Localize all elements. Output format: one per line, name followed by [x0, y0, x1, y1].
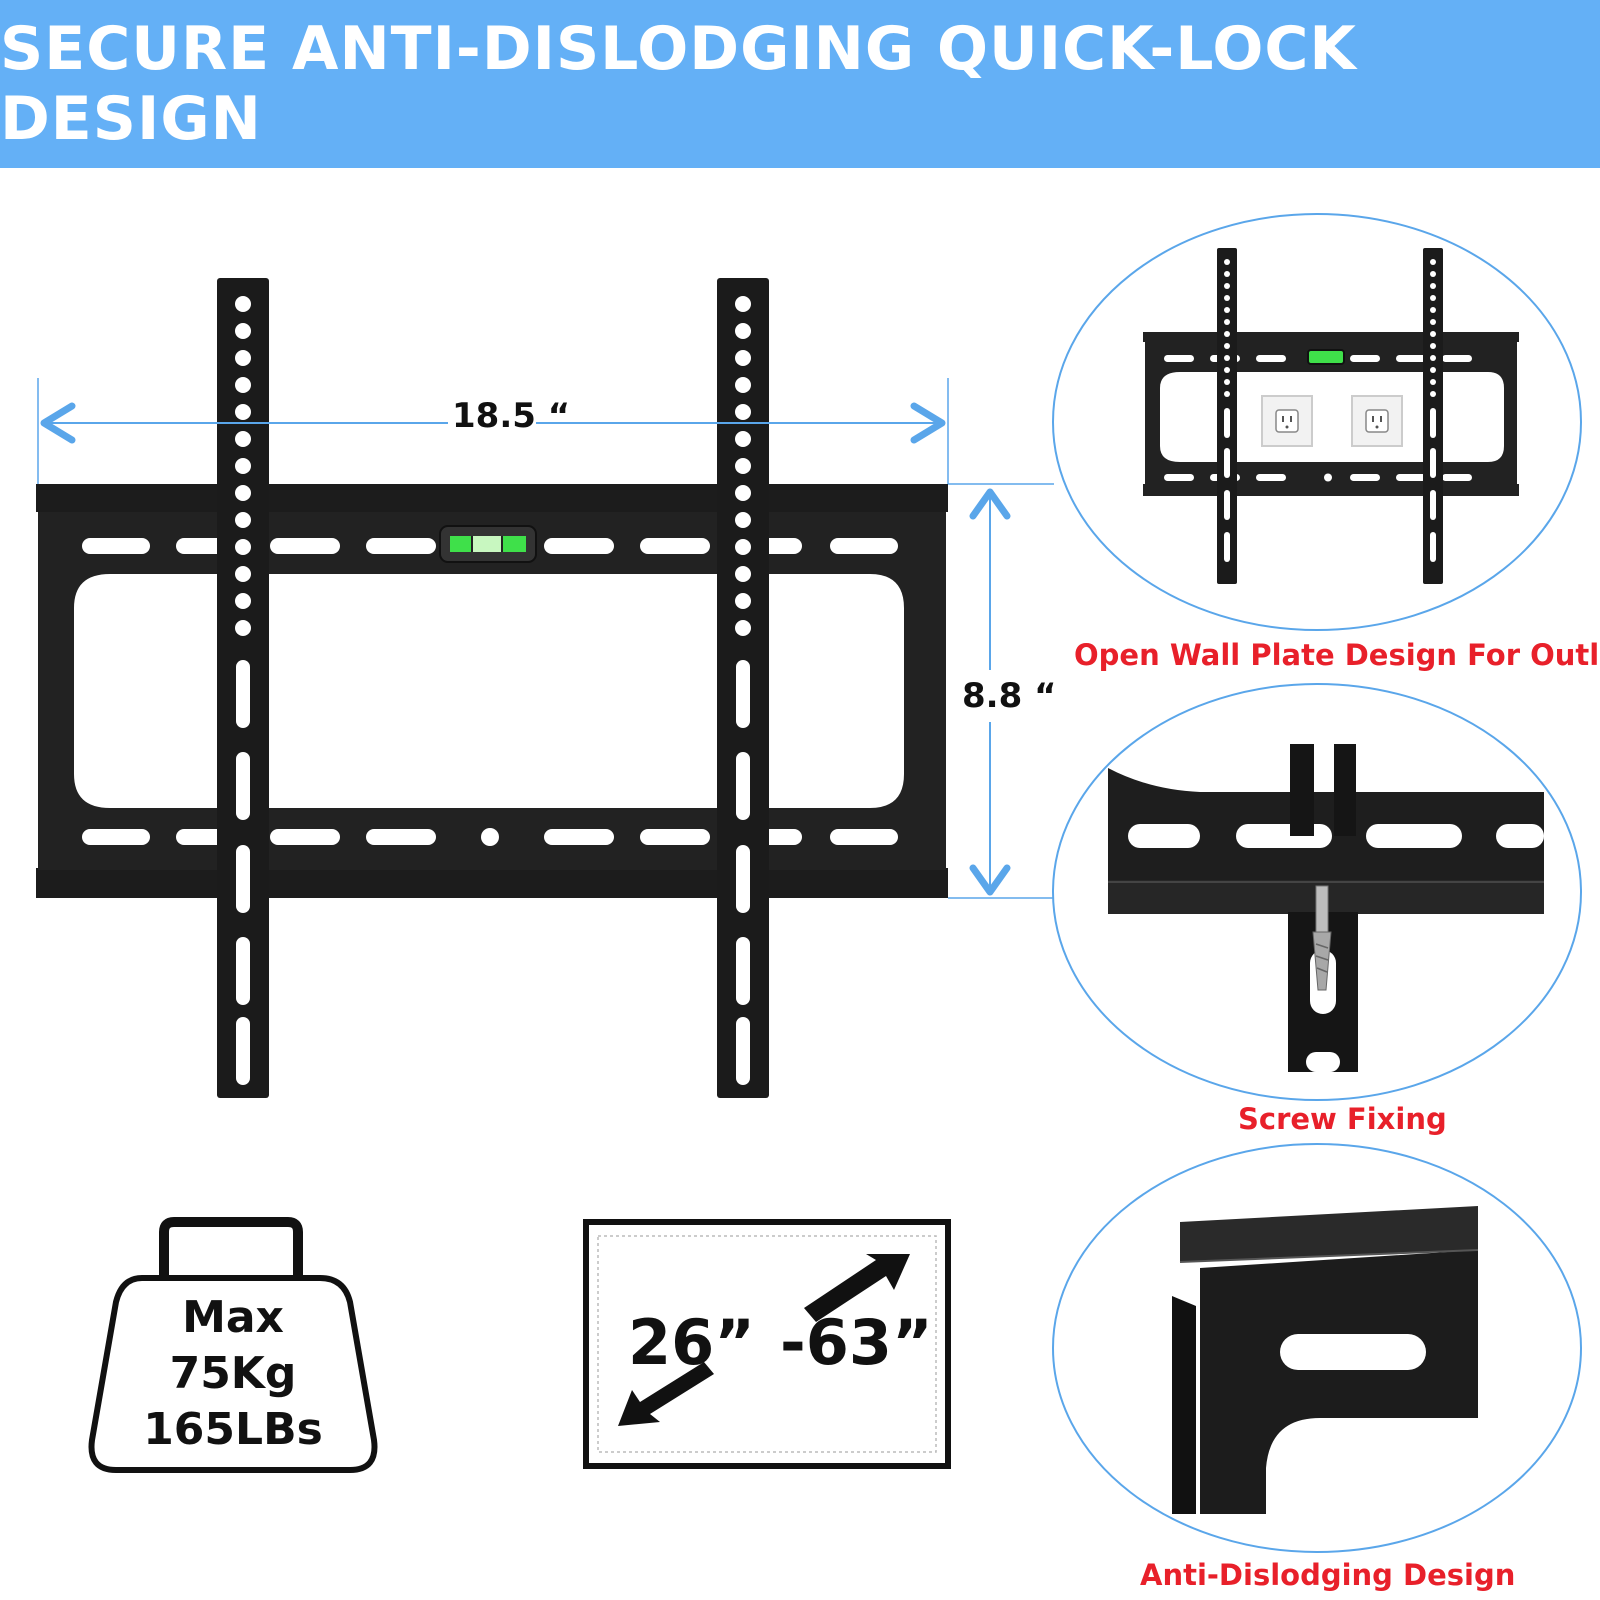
width-dimension-label: 18.5 “	[452, 396, 571, 436]
right-mounting-arm	[717, 278, 769, 1098]
diagonal-arrow-down-icon	[618, 1362, 714, 1426]
screw-caption: Screw Fixing	[1238, 1102, 1447, 1136]
title-banner: SECURE ANTI-DISLODGING QUICK-LOCK DESIGN	[0, 0, 1600, 168]
max-load-label: Max 75Kg 165LBs	[116, 1290, 350, 1458]
height-dimension	[948, 483, 1054, 899]
product-illustration	[36, 213, 1582, 1553]
diagonal-arrow-up-icon	[804, 1254, 910, 1322]
outlet-caption: Open Wall Plate Design For Outlet	[1074, 638, 1600, 672]
weight-bag-icon	[88, 1217, 378, 1473]
wall-outlet-icon	[1351, 395, 1403, 447]
max-label: Max	[182, 1292, 284, 1343]
load-lbs: 165LBs	[143, 1404, 323, 1455]
tv-size-max: -63”	[780, 1306, 933, 1379]
anti-dislodging-detail-view	[1052, 1143, 1582, 1553]
height-dimension-label: 8.8 “	[962, 676, 1057, 716]
anti-dislodging-caption: Anti-Dislodging Design	[1140, 1558, 1516, 1592]
screw-icon	[1312, 885, 1332, 991]
load-kg: 75Kg	[169, 1348, 297, 1399]
tv-size-min: 26”	[628, 1306, 756, 1379]
bubble-level-icon	[439, 525, 537, 563]
left-mounting-arm	[217, 278, 269, 1098]
wall-outlet-icon	[1261, 395, 1313, 447]
outlet-detail-view	[1052, 213, 1582, 631]
width-dimension	[37, 378, 949, 484]
wall-bracket	[36, 278, 948, 1098]
page-title: SECURE ANTI-DISLODGING QUICK-LOCK DESIGN	[0, 14, 1357, 154]
tv-size-box	[583, 1219, 951, 1469]
screw-fixing-detail-view	[1052, 683, 1582, 1101]
